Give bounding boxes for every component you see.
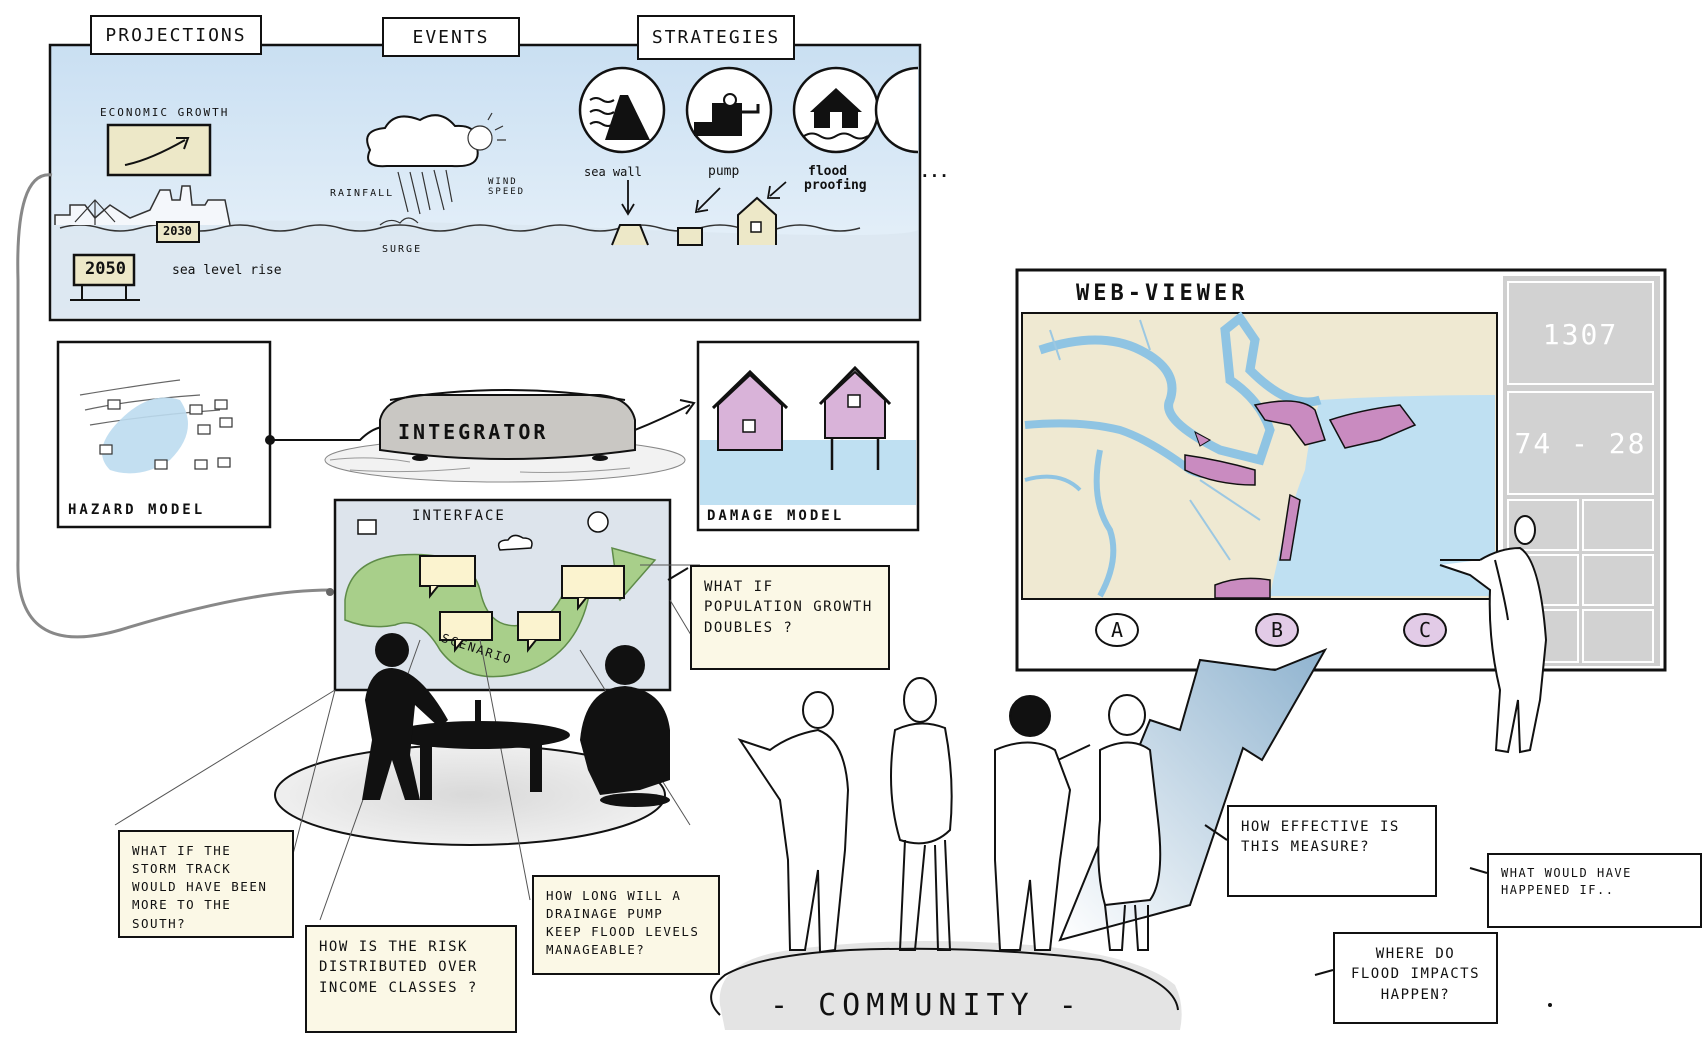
rainfall-label: Rainfall: [330, 188, 395, 199]
flood-proofing-label: flood proofing: [804, 165, 867, 192]
option-c-button[interactable]: C: [1403, 613, 1447, 647]
note-drainage-pump: How long will a drainage pump keep flood…: [532, 875, 720, 975]
tab-events[interactable]: Events: [382, 17, 520, 57]
integrator-device: [324, 389, 686, 483]
stat-secondary: 74 - 28: [1514, 427, 1647, 460]
option-b-button[interactable]: B: [1255, 613, 1299, 647]
note-would-have-happened: What would have happened if..: [1487, 853, 1702, 928]
web-viewer-screen: [1015, 268, 1667, 672]
note-risk-distribution: How is the risk distributed over income …: [305, 925, 517, 1033]
wind-speed-line-1: Wind: [488, 177, 518, 187]
damage-model-label: Damage model: [707, 508, 845, 524]
presenter-figure: [1439, 515, 1548, 754]
stat-primary: 1307: [1542, 318, 1619, 351]
sea-wall-label: sea wall: [584, 165, 642, 179]
hazard-model-box: [56, 340, 272, 529]
year-2050-label: 2050: [85, 259, 126, 279]
note-population-growth: What if population growth doubles ?: [690, 565, 890, 670]
top-panel: [48, 43, 922, 322]
flood-proofing-line-2: proofing: [804, 177, 867, 193]
wind-speed-label: Wind Speed: [488, 177, 526, 198]
hazard-model-label: Hazard model: [68, 502, 206, 518]
more-strategies-ellipsis[interactable]: ...: [920, 162, 949, 181]
interface-title: Interface: [412, 508, 506, 524]
option-a-button[interactable]: A: [1095, 613, 1139, 647]
integrator-label: Integrator: [398, 420, 549, 444]
planning-team-silhouette: [362, 633, 670, 807]
flood-proofing-line-1: flood: [808, 164, 848, 179]
sea-level-rise-label: sea level rise: [172, 263, 282, 278]
note-storm-track: What if the storm track would have been …: [118, 830, 294, 938]
community-label: - Community -: [770, 988, 1083, 1023]
community-people: [737, 677, 1162, 954]
note-measure-effectiveness: How effective is this measure?: [1227, 805, 1437, 897]
year-2030-label: 2030: [163, 224, 192, 238]
note-flood-impacts: Where do flood impacts happen?: [1333, 932, 1498, 1024]
surge-label: Surge: [382, 244, 423, 255]
pump-label: pump: [708, 164, 740, 179]
wind-speed-line-2: Speed: [488, 186, 526, 197]
web-viewer-title: Web-viewer: [1076, 281, 1249, 306]
economic-growth-label: Economic growth: [100, 106, 230, 119]
damage-model-box: [696, 340, 920, 532]
tab-projections[interactable]: Projections: [90, 15, 262, 55]
tab-strategies[interactable]: Strategies: [637, 15, 795, 60]
